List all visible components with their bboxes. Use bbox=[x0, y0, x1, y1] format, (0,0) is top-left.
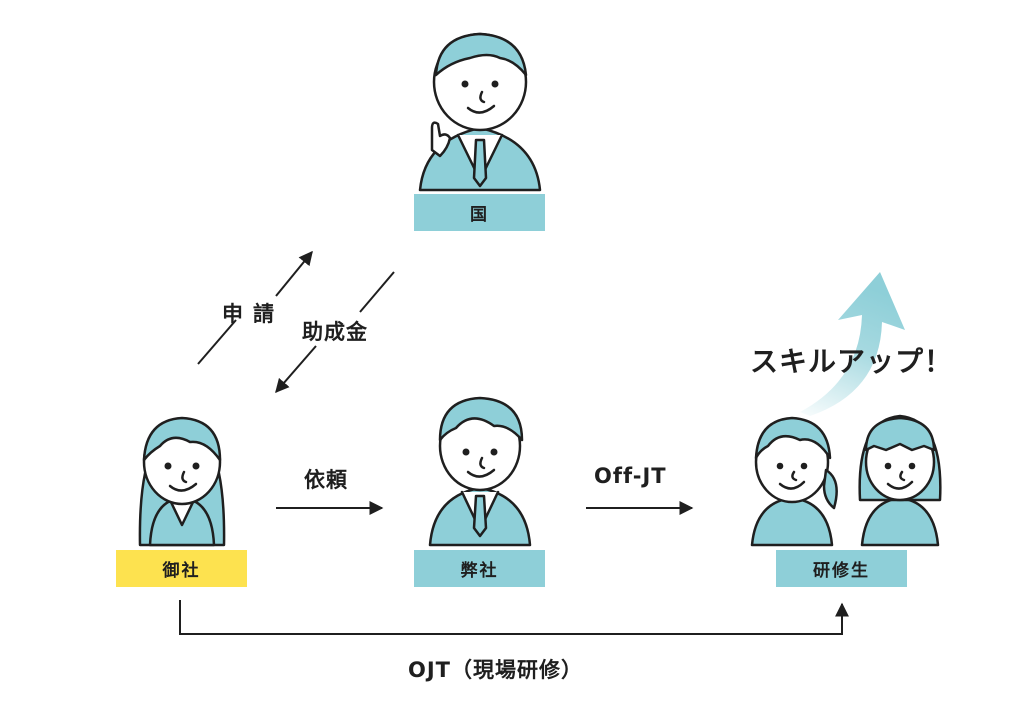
node-client-label: 御社 bbox=[162, 561, 201, 581]
government-official-illustration bbox=[418, 32, 542, 192]
node-trainees-label: 研修生 bbox=[813, 561, 870, 581]
edge-label-subsidy: 助成金 bbox=[302, 320, 368, 344]
subsidy-line bbox=[359, 271, 395, 313]
node-trainees: 研修生 bbox=[776, 550, 907, 587]
node-client: 御社 bbox=[116, 550, 247, 587]
node-our-company: 弊社 bbox=[414, 550, 545, 587]
edge-label-request: 依頼 bbox=[304, 468, 348, 492]
our-company-man-illustration bbox=[428, 396, 532, 547]
skill-up-arrow bbox=[800, 272, 905, 416]
edge-label-ojt: OJT（現場研修） bbox=[408, 658, 583, 682]
ojt-arrow bbox=[179, 600, 849, 635]
node-our-company-label: 弊社 bbox=[460, 561, 499, 581]
node-government: 国 bbox=[414, 194, 545, 231]
application-line bbox=[197, 319, 237, 365]
node-government-label: 国 bbox=[470, 205, 489, 225]
edge-label-off-jt: Off-JT bbox=[594, 464, 667, 488]
callout-skill-up: スキルアップ！ bbox=[750, 345, 954, 378]
subsidy-arrow bbox=[275, 345, 317, 394]
trainees-illustration bbox=[750, 414, 942, 547]
edge-label-application: 申請 bbox=[222, 302, 284, 326]
client-woman-illustration bbox=[138, 416, 226, 547]
application-arrow bbox=[275, 250, 313, 297]
